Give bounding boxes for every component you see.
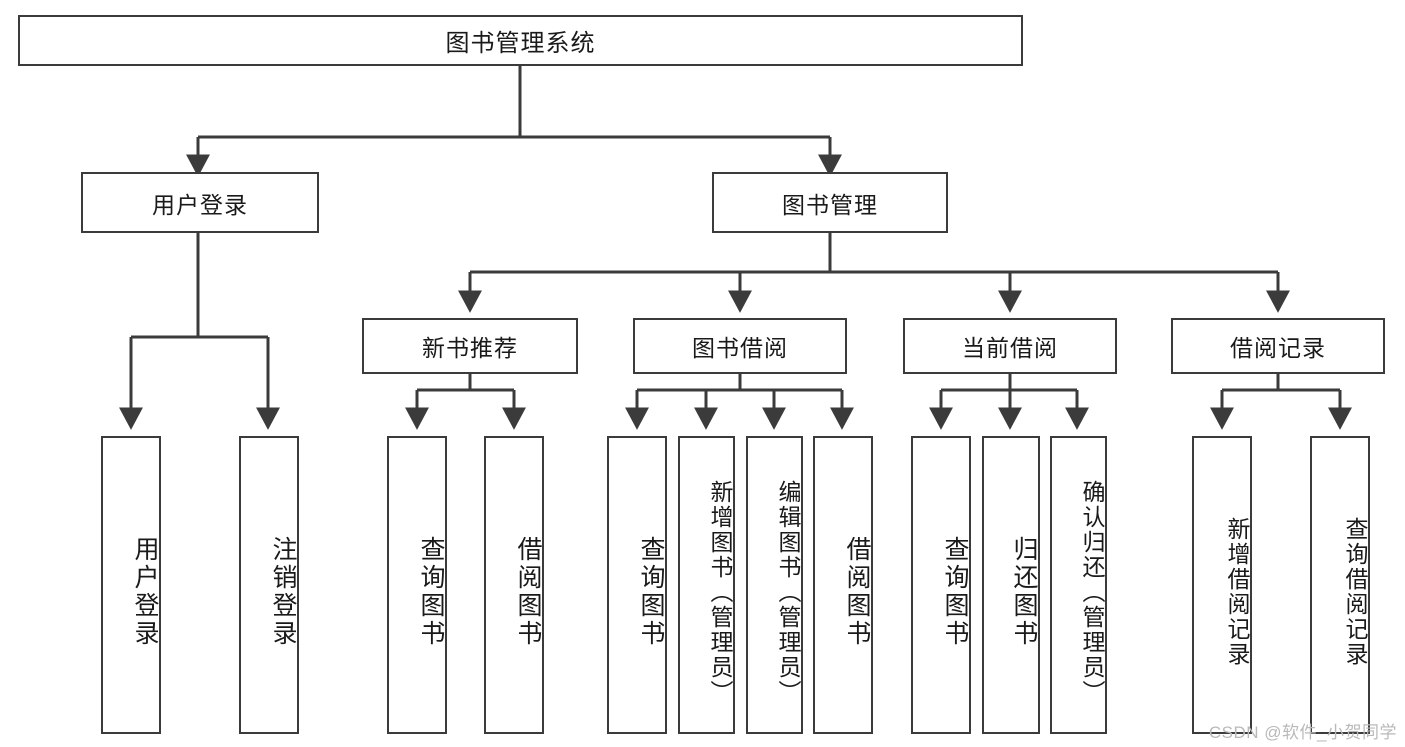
node-new-book-recommend[interactable]: 新书推荐 (362, 318, 578, 374)
leaf-user-login-logout[interactable]: 注销登录 (239, 436, 299, 734)
node-label: 新书推荐 (422, 335, 518, 361)
node-label: 查询图书 (941, 536, 969, 648)
node-label: 借阅记录 (1230, 335, 1326, 361)
node-label: 用户登录 (131, 536, 159, 648)
node-label: 新增图书（管理员） (707, 479, 733, 705)
leaf-current-return-book[interactable]: 归还图书 (982, 436, 1040, 734)
leaf-current-confirm-return-admin[interactable]: 确认归还（管理员） (1050, 436, 1107, 734)
node-label: 注销登录 (269, 536, 297, 648)
node-label: 编辑图书（管理员） (775, 479, 801, 705)
leaf-current-query-book[interactable]: 查询图书 (911, 436, 971, 734)
node-label: 用户登录 (152, 191, 248, 218)
leaf-record-query-record[interactable]: 查询借阅记录 (1310, 436, 1370, 734)
leaf-borrow-edit-book-admin[interactable]: 编辑图书（管理员） (746, 436, 803, 734)
leaf-borrow-add-book-admin[interactable]: 新增图书（管理员） (678, 436, 735, 734)
leaf-borrow-query-book[interactable]: 查询图书 (607, 436, 667, 734)
node-label: 借阅图书 (514, 536, 542, 648)
node-label: 图书借阅 (692, 335, 788, 361)
node-label: 确认归还（管理员） (1079, 479, 1105, 705)
node-root-system[interactable]: 图书管理系统 (18, 15, 1023, 66)
node-borrow-record[interactable]: 借阅记录 (1171, 318, 1385, 374)
node-label: 归还图书 (1010, 536, 1038, 648)
node-label: 查询图书 (417, 536, 445, 648)
leaf-record-add-record[interactable]: 新增借阅记录 (1192, 436, 1252, 734)
node-label: 借阅图书 (843, 536, 871, 648)
csdn-watermark: CSDN @软件_小贺同学 (1208, 723, 1397, 742)
leaf-recommend-borrow-book[interactable]: 借阅图书 (484, 436, 544, 734)
node-label: 图书管理 (782, 191, 878, 218)
node-label: 图书管理系统 (445, 30, 596, 57)
node-label: 当前借阅 (962, 335, 1058, 361)
node-label: 查询图书 (637, 536, 665, 648)
node-current-borrow[interactable]: 当前借阅 (903, 318, 1117, 374)
leaf-user-login-login[interactable]: 用户登录 (101, 436, 161, 734)
node-label: 新增借阅记录 (1224, 517, 1250, 667)
leaf-recommend-query-book[interactable]: 查询图书 (387, 436, 447, 734)
node-book-borrow[interactable]: 图书借阅 (633, 318, 847, 374)
node-book-management[interactable]: 图书管理 (712, 172, 948, 233)
node-user-login[interactable]: 用户登录 (81, 172, 319, 233)
node-label: 查询借阅记录 (1342, 517, 1368, 667)
leaf-borrow-borrow-book[interactable]: 借阅图书 (813, 436, 873, 734)
